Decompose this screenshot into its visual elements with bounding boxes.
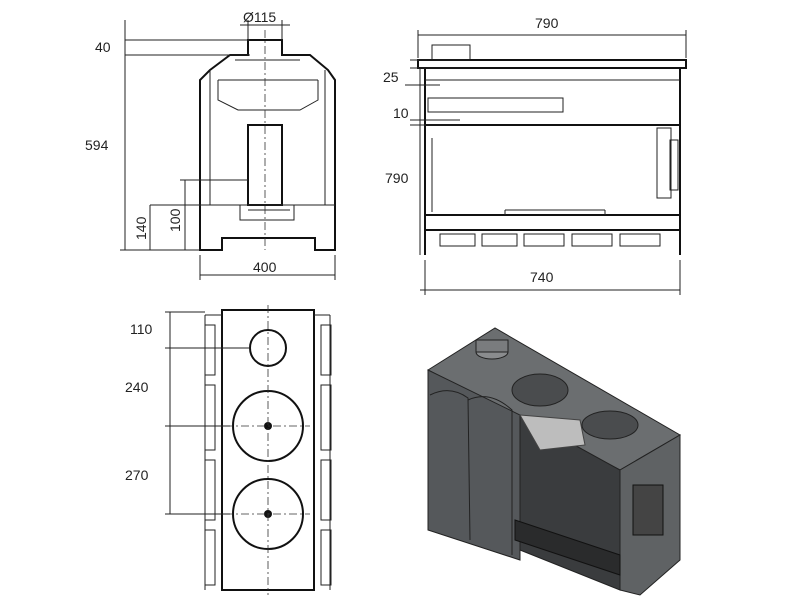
dim-front-height: 594: [85, 137, 109, 153]
dim-side-height: 790: [385, 170, 409, 186]
dim-door-bottom: 140: [133, 216, 149, 240]
side-view: 790 25 10 790 740: [383, 15, 687, 295]
dim-plate-gap: 10: [393, 105, 409, 121]
dim-hob-spacing-2: 270: [125, 467, 149, 483]
dim-side-depth-top: 790: [535, 15, 559, 31]
dim-hob-spacing-1: 240: [125, 379, 149, 395]
dim-top-offset: 40: [95, 39, 111, 55]
dim-opening-height: 100: [167, 208, 183, 232]
front-view: Ø115 40 594 140 100 400: [85, 9, 336, 280]
top-view: 110 240 270: [125, 305, 332, 595]
dim-side-depth-bottom: 740: [530, 269, 554, 285]
stove-3d-render: [426, 327, 681, 596]
dim-top-plate: 25: [383, 69, 399, 85]
dim-front-width: 400: [253, 259, 277, 275]
dim-flue-diameter: Ø115: [243, 9, 276, 25]
dim-flue-offset: 110: [130, 321, 153, 337]
